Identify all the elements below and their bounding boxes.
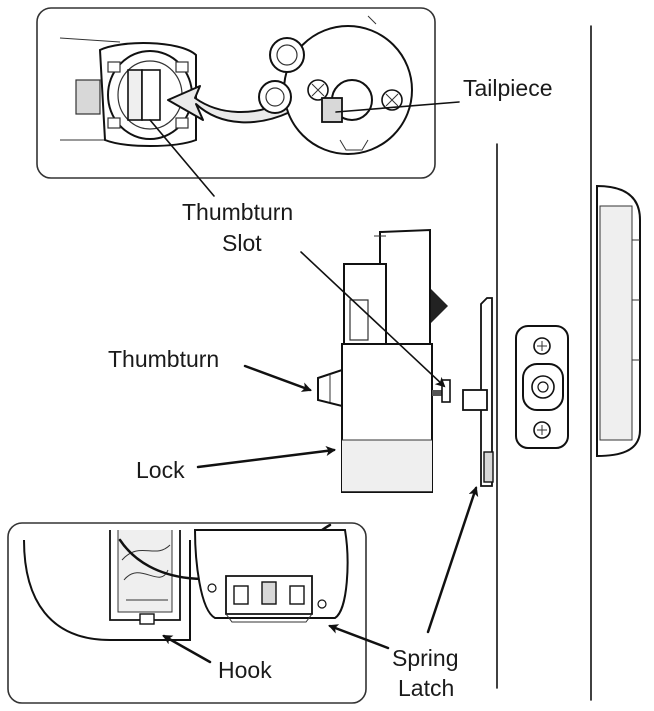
door-edge [496, 25, 592, 701]
thumbturn-slot-label-line1: Thumbturn [182, 199, 293, 225]
spring-latch-label-line1: Spring [392, 645, 458, 671]
hook-label: Hook [218, 657, 272, 683]
tailpiece-label: Tailpiece [463, 75, 553, 101]
thumbturn-slot-pointer [300, 251, 446, 388]
thumbturn-pointer [243, 364, 312, 392]
thumbturn-label: Thumbturn [108, 346, 219, 372]
spring-latch-plate [193, 529, 349, 623]
thumbturn-slot-leader [149, 119, 215, 197]
spring-latch-pointer [426, 486, 479, 634]
spring-latch-inset-pointer [328, 624, 390, 650]
strike-plate [515, 325, 569, 449]
hook-pointer [162, 634, 212, 664]
exterior-deadbolt [596, 184, 641, 458]
tailpiece-leader [335, 101, 460, 113]
thumbturn-slot-label-line2: Slot [222, 230, 262, 256]
top-inset-panel [36, 7, 460, 197]
tailpiece-faceplate [258, 15, 413, 155]
smart-lock-body [317, 228, 451, 493]
lock-pointer [196, 446, 336, 469]
bottom-inset-panel [7, 522, 390, 704]
spring-latch-label-line2: Latch [398, 675, 454, 701]
mounting-plate [462, 297, 494, 487]
curved-arrow-icon [167, 85, 291, 124]
lock-label: Lock [136, 457, 185, 483]
lock-back-detail [59, 37, 197, 147]
